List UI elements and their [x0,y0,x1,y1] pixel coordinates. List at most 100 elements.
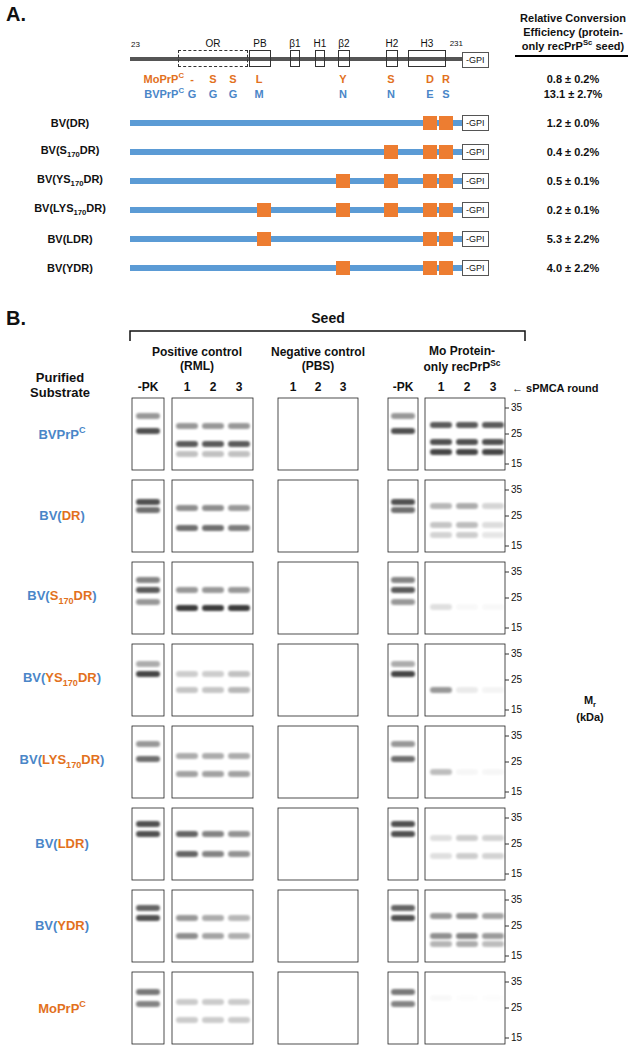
mouse-residue-block [257,203,271,217]
western-blot-band [136,413,160,419]
western-blot-band [482,422,504,428]
mouse-residue-block [336,203,350,217]
protein-backbone [130,57,462,61]
mouse-residue-block [384,174,398,188]
western-blot-band [456,853,478,859]
western-blot-band [228,1017,250,1023]
label-text: MoPrP [38,1001,79,1016]
label-group: Purified Substrate [13,371,108,401]
label-text: G [229,88,238,100]
label-group: 35 [511,484,522,496]
marker-tick [505,818,509,819]
western-blot-band [228,423,250,429]
label-group: BV(LDR) [47,233,92,246]
blot-panel [278,726,358,798]
label-group: Seed [311,310,344,326]
label-group: 15 [511,704,522,716]
blot-panel [278,644,358,716]
western-blot-band [482,941,504,947]
western-blot-band [176,753,198,759]
marker-tick [505,598,509,599]
blot-panel [132,726,164,798]
western-blot-band [176,1017,198,1023]
label-text: C [178,71,184,80]
mouse-residue-block [439,232,453,246]
label-group: M [254,88,263,101]
blot-panel [388,808,418,880]
node-label: H3 [421,38,434,49]
mouse-residue-block [336,174,350,188]
label-group: 3 [236,381,243,395]
western-blot-band [136,915,160,921]
western-blot-band [430,941,452,947]
western-blot-band [391,428,415,434]
label-group: S [209,73,216,86]
western-blot-band [391,599,415,605]
western-blot-band [482,503,504,509]
western-blot-band [176,423,198,429]
label-text: BV( [35,918,57,933]
marker-tick [505,982,509,983]
blot-panel [172,972,253,1044]
western-blot-band [136,1001,160,1007]
western-blot-band [482,532,504,538]
western-blot-band [430,769,452,775]
label-text: MoPrP [144,73,179,85]
label-text: D [426,73,434,85]
label-group: 2 [315,381,322,395]
blot-panel [388,726,418,798]
label-text: C [178,86,184,95]
label-text: Mo Protein- [429,344,495,358]
label-text: Purified Substrate [30,370,90,400]
label-group: Mo Protein- [429,345,495,359]
label-group: BV(S170DR) [27,589,96,606]
label-text: G [188,88,197,100]
label-text: BVPrP [38,427,78,442]
domain-box: H1 [315,50,325,67]
node-label: -GPI [466,147,485,157]
label-text: only recPrP [424,360,491,374]
western-blot-band [430,532,452,538]
label-text: 35 [511,894,522,905]
western-blot-band [391,413,415,419]
gpi-anchor-box: -GPI [462,52,489,68]
label-text: 35 [511,812,522,823]
label-group: 1 [184,381,191,395]
label-group: 0.5 ± 0.1% [547,175,600,188]
marker-tick [505,844,509,845]
label-text: 25 [511,428,522,439]
label-text: 25 [511,838,522,849]
western-blot-band [176,831,198,837]
domain-box: OR [178,50,248,67]
western-blot-band [228,687,250,693]
label-text: 170 [67,150,80,159]
label-text: N [339,88,347,100]
blot-panel [132,480,164,552]
label-text: BV(YS [37,173,71,185]
label-group: 25 [511,592,522,604]
label-text: 0.2 ± 0.1% [547,204,600,216]
label-group: N [387,88,395,101]
label-group: ← sPMCA round [512,382,598,395]
western-blot-band [391,587,415,593]
marker-tick [505,628,509,629]
label-text: BV( [23,670,45,685]
mouse-residue-block [384,203,398,217]
label-text: 3 [490,380,497,394]
western-blot-band [202,1017,224,1023]
western-blot-band [482,853,504,859]
label-group: 35 [511,812,522,824]
western-blot-band [202,605,224,611]
western-blot-band [176,605,198,611]
label-text: - [190,73,194,85]
label-group: BV(S170DR) [41,144,100,160]
label-text: 1 [290,380,297,394]
western-blot-band [202,831,224,837]
node-label: PB [253,38,266,49]
western-blot-band [202,999,224,1005]
label-text: A. [6,3,26,25]
mouse-residue-block [423,145,437,159]
marker-tick [505,1038,509,1039]
label-text: 3 [236,380,243,394]
label-group: A. [6,3,26,26]
